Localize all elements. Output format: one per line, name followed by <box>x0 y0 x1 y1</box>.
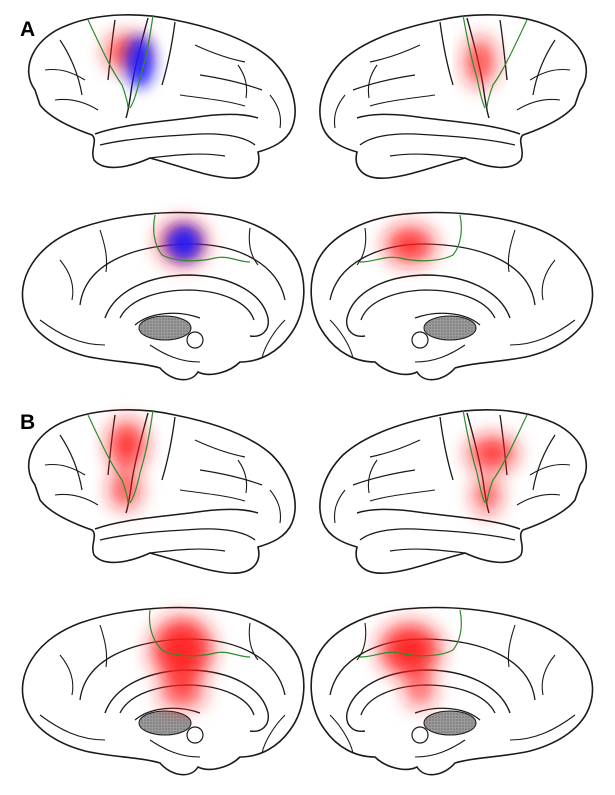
panel-a-medial-right <box>310 211 594 381</box>
panel-a-medial-left <box>21 211 305 381</box>
activation-red-blob <box>152 618 212 707</box>
activation-red-blob <box>386 227 434 263</box>
panel-b-medial-left <box>21 606 305 776</box>
motor-boundary-line <box>148 609 251 658</box>
panel-b-lateral-left <box>27 409 296 575</box>
panel-a-lateral-right <box>319 14 588 180</box>
panel-b-label: B <box>20 411 36 434</box>
motor-boundary-line <box>87 19 129 109</box>
motor-boundary-line <box>87 414 129 504</box>
motor-boundary-line <box>359 214 462 263</box>
activation-red-blob <box>466 38 494 86</box>
panel-b-medial-right <box>310 606 594 776</box>
motor-boundary-line <box>462 409 486 504</box>
activation-blue-blob <box>166 225 202 261</box>
motor-boundary-line <box>153 214 251 263</box>
panel-a-label: A <box>20 18 36 41</box>
panel-b-lateral-right <box>319 409 588 575</box>
panel-b <box>21 409 594 776</box>
panel-a <box>21 14 594 381</box>
activation-red-blob <box>380 624 440 706</box>
panel-a-lateral-left <box>27 14 296 180</box>
motor-boundary-line <box>359 609 462 658</box>
motor-boundary-line <box>462 14 486 109</box>
